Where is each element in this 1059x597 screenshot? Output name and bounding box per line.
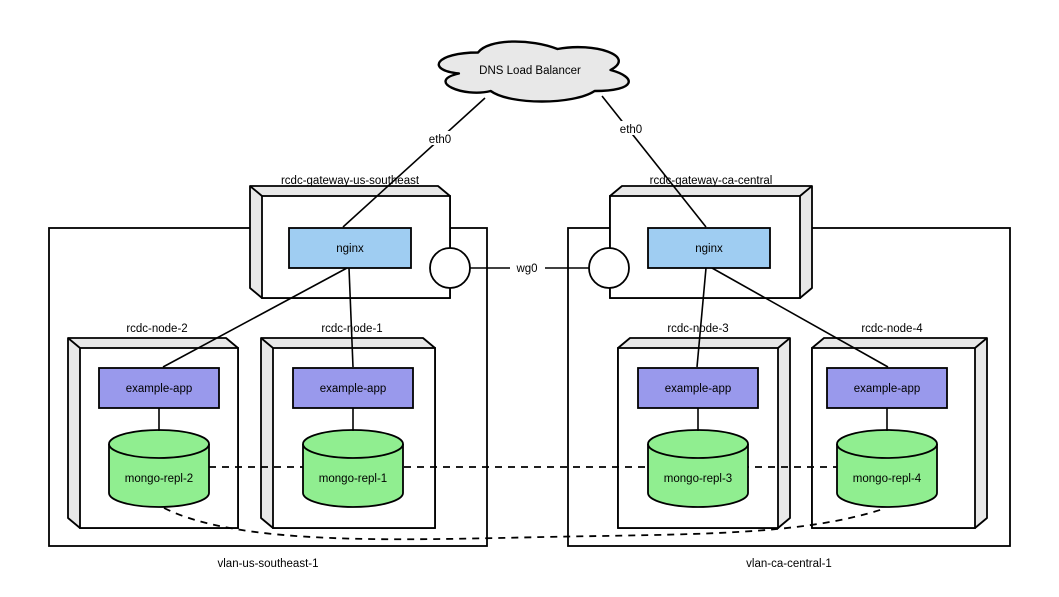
eth0-left-label-bg [424, 131, 456, 145]
edge-mongo-replication-curved [163, 507, 884, 541]
example-app-box-node2 [98, 367, 220, 409]
example-app-box-node4 [826, 367, 948, 409]
node-1-label: rcdc-node-1 [321, 323, 382, 335]
example-app-node4-label: example-app [854, 383, 920, 395]
mongo-repl-3-cylinder [647, 429, 749, 508]
mongo-repl-2-cylinder [108, 429, 210, 508]
gateway-us-bevel-edge [249, 185, 263, 197]
mongo-repl-1-body [302, 429, 404, 508]
node-2-bevel-edge [67, 337, 81, 349]
example-app-node3-label: example-app [665, 383, 731, 395]
mongo-repl-3-label: mongo-repl-3 [664, 473, 732, 485]
mongo-repl-1-cylinder [302, 429, 404, 508]
example-app-node1-label: example-app [320, 383, 386, 395]
example-app-node2-label: example-app [126, 383, 192, 395]
mongo-repl-1-label: mongo-repl-1 [319, 473, 387, 485]
example-app-box-node1 [292, 367, 414, 409]
edge-nginx-ca-to-node4-app [711, 267, 889, 368]
mongo-repl-3-cap [647, 443, 749, 459]
mongo-repl-4-cap [836, 443, 938, 459]
nginx-ca-label: nginx [695, 243, 723, 255]
node-4-bevel-edge [974, 337, 988, 349]
mongo-repl-4-body [836, 429, 938, 508]
mongo-repl-2-body [108, 429, 210, 508]
nginx-box-ca [647, 227, 771, 269]
wg0-label-bg [510, 261, 545, 275]
node-3-label: rcdc-node-3 [667, 323, 728, 335]
vlan-us-southeast-label: vlan-us-southeast-1 [218, 558, 319, 570]
mongo-repl-4-label: mongo-repl-4 [853, 473, 922, 485]
example-app-box-node3 [637, 367, 759, 409]
nginx-box-us [288, 227, 412, 269]
node-2-label: rcdc-node-2 [126, 323, 187, 335]
dns-load-balancer-cloud [437, 40, 630, 103]
gateway-us-label: rcdc-gateway-us-southeast [281, 175, 420, 187]
mongo-repl-1-cap [302, 443, 404, 459]
edge-dns-to-nginx-ca [601, 95, 707, 228]
edge-nginx-us-to-node2-app [162, 267, 348, 368]
edge-nginx-ca-to-node3-app [696, 267, 707, 368]
mongo-repl-4-cylinder [836, 429, 938, 508]
wg0-label: wg0 [515, 263, 537, 275]
wg-interface-circle-left [429, 247, 471, 289]
mongo-repl-2-label: mongo-repl-2 [125, 473, 193, 485]
node-1-bevel-edge [260, 337, 274, 349]
wg-interface-circle-right [588, 247, 630, 289]
node-4-label: rcdc-node-4 [861, 323, 923, 335]
eth0-left-label: eth0 [429, 134, 451, 146]
eth0-right-label: eth0 [620, 124, 642, 136]
gateway-ca-label: rcdc-gateway-ca-central [650, 175, 773, 187]
vlan-ca-central-label: vlan-ca-central-1 [746, 558, 832, 570]
mongo-repl-3-body [647, 429, 749, 508]
eth0-right-label-bg [615, 121, 647, 135]
gateway-ca-bevel-edge [799, 185, 813, 197]
edge-dns-to-nginx-us [342, 97, 486, 228]
dns-load-balancer-label: DNS Load Balancer [479, 65, 581, 77]
edge-nginx-us-to-node1-app [348, 267, 354, 368]
mongo-repl-2-cap [108, 443, 210, 459]
nginx-us-label: nginx [336, 243, 364, 255]
node-3-bevel-edge [777, 337, 791, 349]
